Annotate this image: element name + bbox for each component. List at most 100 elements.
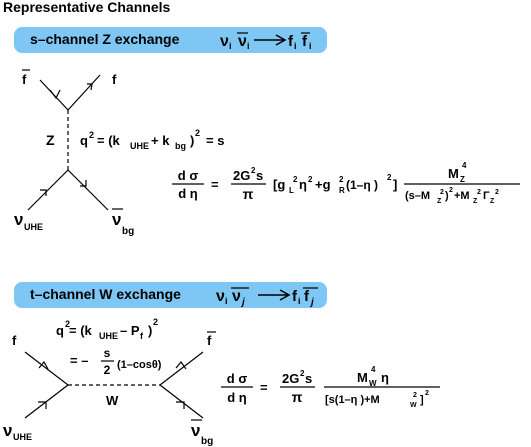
svg-text:2: 2 <box>413 392 417 399</box>
svg-text:bg: bg <box>122 226 134 237</box>
label-f: f <box>12 333 17 348</box>
svg-text:2: 2 <box>153 317 158 327</box>
svg-text:2: 2 <box>104 363 111 377</box>
svg-text:= –: = – <box>70 353 88 368</box>
svg-text:2: 2 <box>387 173 392 182</box>
svg-text:2G: 2G <box>282 371 299 386</box>
svg-text:η: η <box>381 370 389 385</box>
s-channel-reaction: ν i ν i f i f i <box>220 32 312 51</box>
label-w: W <box>106 393 119 408</box>
svg-text:2: 2 <box>293 175 298 184</box>
svg-text:2: 2 <box>89 130 94 140</box>
reaction-nu-i: ν <box>216 288 225 305</box>
svg-text:s: s <box>256 168 263 183</box>
svg-text:i: i <box>247 41 250 51</box>
svg-text:): ) <box>148 323 152 338</box>
svg-text:2: 2 <box>65 319 70 329</box>
label-z: Z <box>46 132 55 148</box>
svg-text:η: η <box>299 177 307 192</box>
svg-text:L: L <box>289 186 294 195</box>
svg-text:= s: = s <box>206 133 224 148</box>
svg-text:= (k: = (k <box>97 133 121 148</box>
reaction-nu-1: ν <box>220 33 229 50</box>
svg-text:2: 2 <box>195 128 200 138</box>
label-nu-uhe: ν <box>14 210 23 229</box>
svg-text:j: j <box>309 297 314 308</box>
svg-text:d η: d η <box>227 390 247 405</box>
svg-text:i: i <box>225 296 228 306</box>
reaction-f-j: f <box>304 288 310 305</box>
svg-text:=: = <box>211 177 219 192</box>
svg-text:f: f <box>140 331 144 341</box>
svg-text:UHE: UHE <box>130 141 149 151</box>
label-nu-uhe: ν <box>3 421 12 440</box>
reaction-f-i: f <box>292 288 298 305</box>
svg-text:(s–M: (s–M <box>405 190 430 202</box>
reaction-nu-2: ν <box>238 33 247 50</box>
t-channel-formula: d σ d η = 2G 2 s π M W 4 η [s(1–η )+M W … <box>221 365 440 409</box>
svg-text:2: 2 <box>495 189 499 196</box>
svg-text:M: M <box>448 166 459 181</box>
label-nu-bg: ν <box>112 210 121 229</box>
svg-text:]: ] <box>420 394 424 406</box>
s-channel-label: s–channel Z exchange <box>30 31 180 47</box>
svg-text:R: R <box>339 186 345 195</box>
s-channel-diagram: f f Z ν UHE ν bg <box>14 69 134 237</box>
svg-text:4: 4 <box>371 365 376 374</box>
svg-text:2: 2 <box>425 390 429 397</box>
svg-text:W: W <box>410 402 417 409</box>
svg-text:2: 2 <box>477 189 481 196</box>
reaction-nu-j: ν <box>232 288 241 305</box>
label-fbar: f <box>22 72 27 87</box>
svg-text:s: s <box>104 346 111 360</box>
svg-text:Z: Z <box>490 198 495 205</box>
svg-text:M: M <box>357 370 368 385</box>
page-title: Representative Channels <box>3 0 171 15</box>
t-channel-label: t–channel W exchange <box>30 286 181 302</box>
svg-text:(1–cosθ): (1–cosθ) <box>117 359 162 371</box>
svg-text:i: i <box>309 41 312 51</box>
label-fbar: f <box>207 333 212 348</box>
reaction-f-1: f <box>288 33 294 50</box>
svg-text:UHE: UHE <box>13 432 32 442</box>
s-channel-q2: q 2 = (k UHE + k bg ) 2 = s <box>80 128 224 151</box>
svg-text:UHE: UHE <box>24 222 43 232</box>
svg-text:2: 2 <box>300 369 305 378</box>
svg-text:i: i <box>229 41 232 51</box>
svg-text:– P: – P <box>120 323 140 338</box>
svg-text:[s(1–η )+M: [s(1–η )+M <box>325 394 380 406</box>
t-channel-reaction: ν i ν j f i f j <box>216 287 318 308</box>
svg-text:(1–η ): (1–η ) <box>346 178 378 192</box>
svg-text:]: ] <box>393 177 397 192</box>
svg-text:bg: bg <box>201 436 213 447</box>
svg-text:2: 2 <box>339 175 344 184</box>
svg-text:2: 2 <box>449 187 453 194</box>
svg-text:4: 4 <box>462 161 467 170</box>
svg-text:2: 2 <box>440 189 444 196</box>
svg-text:[g: [g <box>273 177 285 192</box>
svg-text:+ k: + k <box>151 133 170 148</box>
svg-text:): ) <box>190 133 194 148</box>
svg-text:): ) <box>445 190 449 202</box>
svg-text:+M: +M <box>454 190 470 202</box>
svg-text:2: 2 <box>251 166 256 175</box>
svg-text:W: W <box>369 379 377 388</box>
svg-text:Z: Z <box>460 175 465 184</box>
svg-text:bg: bg <box>175 141 186 151</box>
svg-text:=: = <box>260 380 268 395</box>
svg-text:= (k: = (k <box>69 323 93 338</box>
t-channel-q2: q 2 = (k UHE – P f ) 2 = – s 2 (1–cosθ) <box>56 317 162 377</box>
svg-text:Γ: Γ <box>483 190 490 202</box>
svg-text:s: s <box>305 371 312 386</box>
label-nu-bg: ν <box>191 421 200 440</box>
t-channel-diagram: f f W ν UHE ν bg <box>3 331 216 447</box>
svg-text:d σ: d σ <box>178 168 199 183</box>
svg-text:i: i <box>294 41 297 51</box>
svg-text:UHE: UHE <box>99 331 118 341</box>
svg-text:Z: Z <box>437 198 442 205</box>
svg-text:q: q <box>80 133 88 148</box>
svg-text:2G: 2G <box>233 168 250 183</box>
svg-text:q: q <box>56 323 64 338</box>
svg-text:j: j <box>240 297 245 308</box>
